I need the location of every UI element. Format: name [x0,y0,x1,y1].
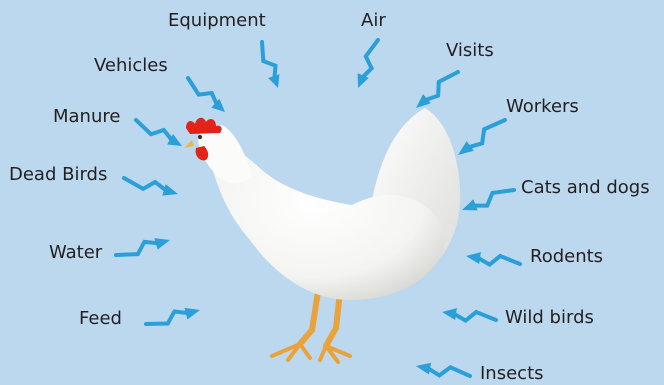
label-insects: Insects [480,365,544,383]
label-dead-birds: Dead Birds [9,166,107,184]
label-rodents: Rodents [530,248,603,266]
label-feed: Feed [79,310,122,328]
label-water: Water [49,244,102,262]
label-air: Air [361,12,386,30]
label-visits: Visits [446,42,494,60]
label-wild-birds: Wild birds [505,309,594,327]
label-equipment: Equipment [168,12,266,30]
label-workers: Workers [506,98,579,116]
label-cats-and-dogs: Cats and dogs [521,179,650,197]
label-vehicles: Vehicles [94,57,168,75]
label-manure: Manure [53,108,120,126]
hen-eye [198,135,202,139]
